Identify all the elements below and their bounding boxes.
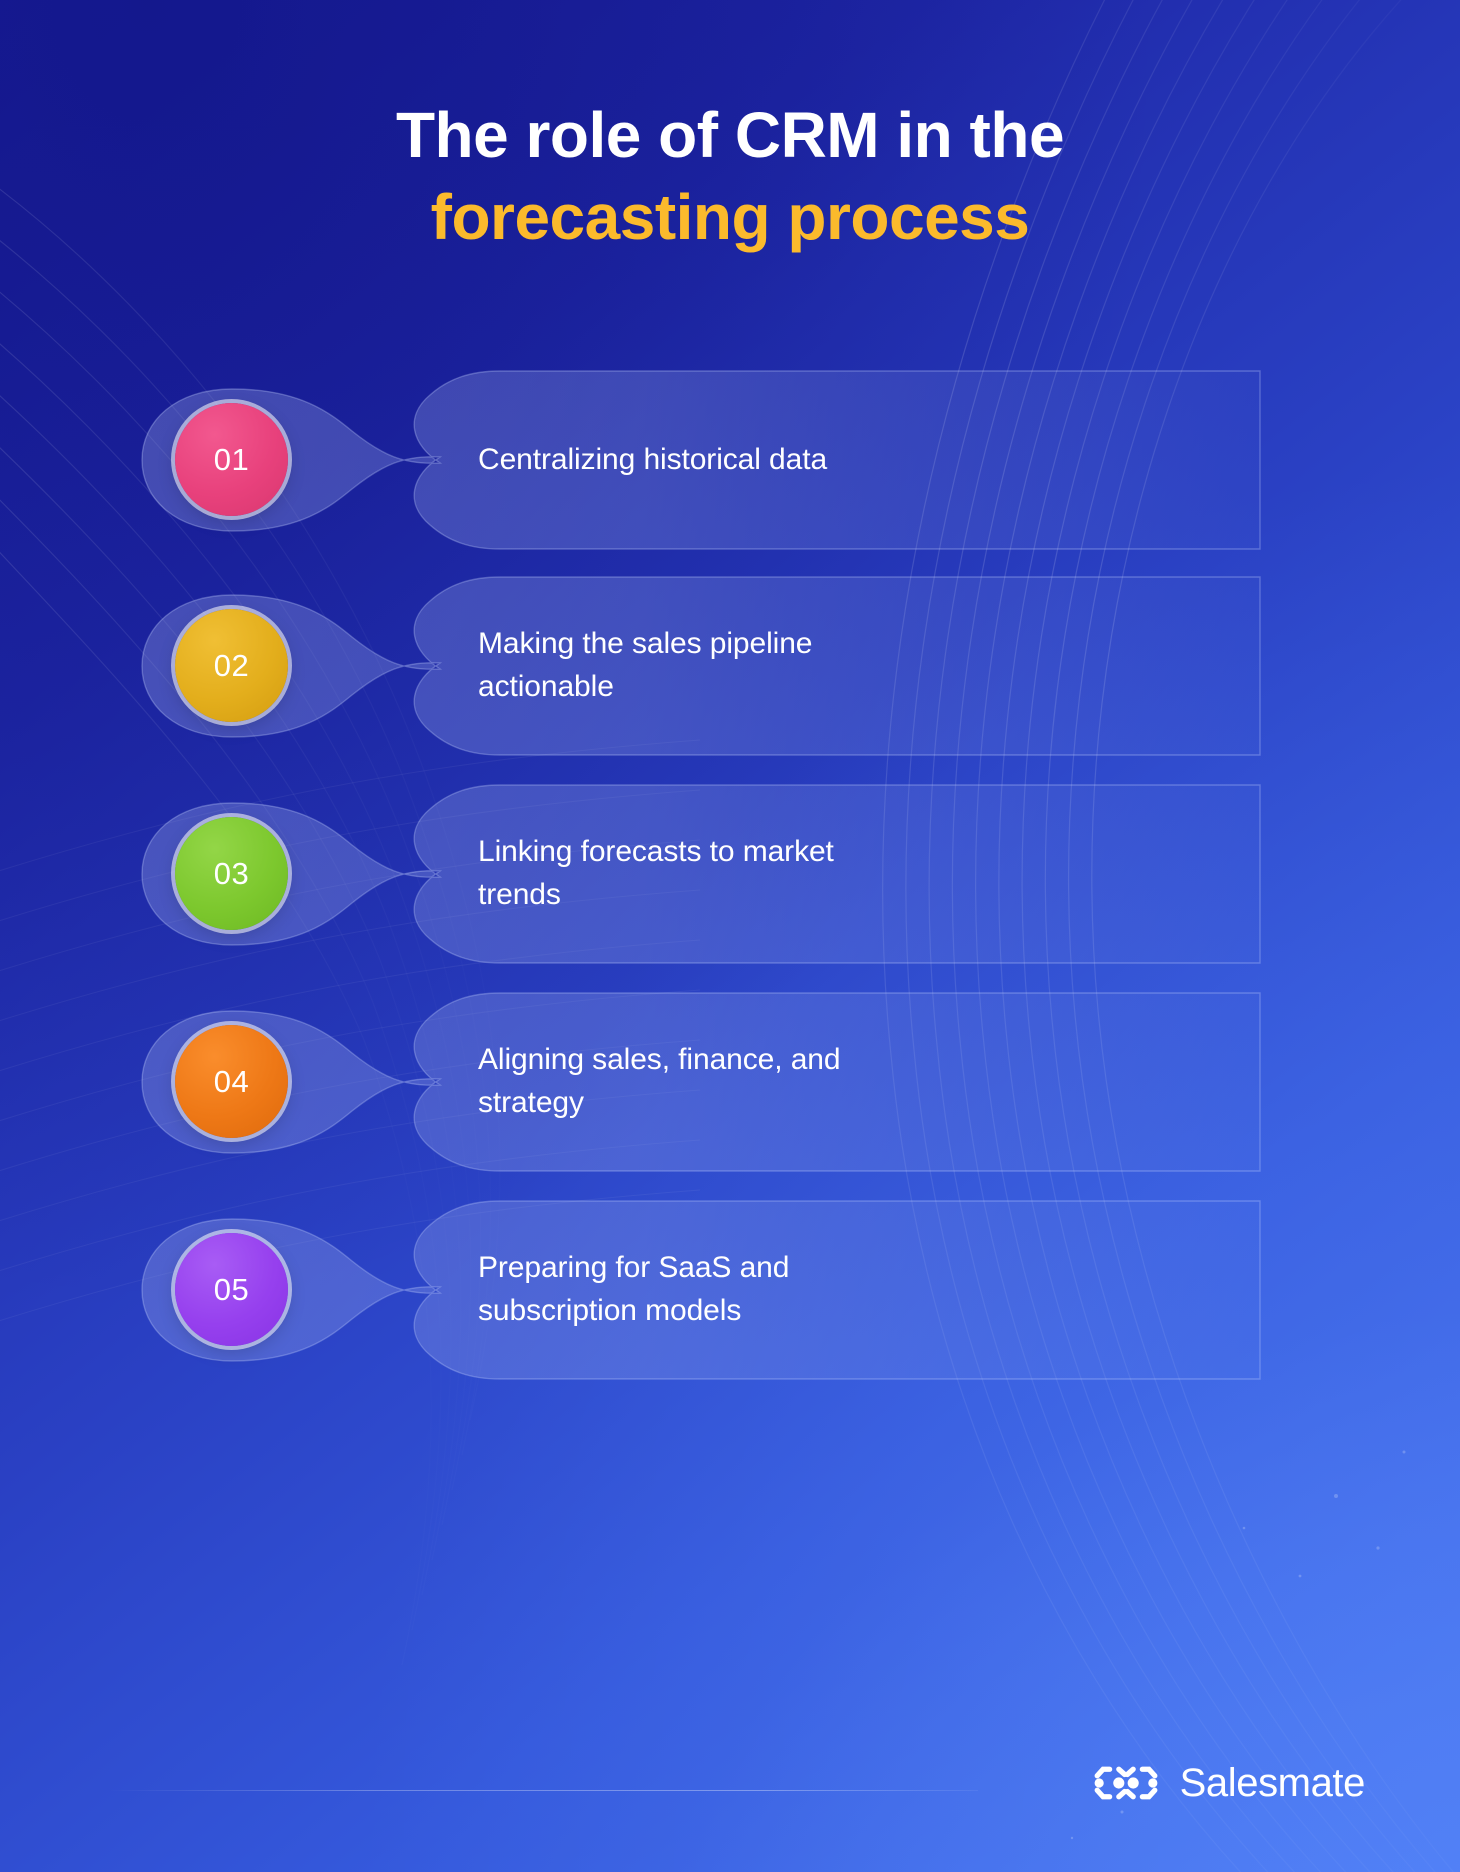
step-label-line-1: Linking forecasts to market	[478, 835, 834, 869]
step-number: 01	[213, 441, 250, 477]
step-row[interactable]: 05 Preparing for SaaS and subscription m…	[0, 1175, 1460, 1405]
step-number: 05	[213, 1271, 250, 1307]
step-callout-shape	[141, 576, 1261, 756]
page-title-line-2: forecasting process	[430, 180, 1030, 253]
step-callout-shape	[141, 784, 1261, 964]
step-number-badge[interactable]: 01	[175, 403, 288, 516]
step-label: Making the sales pipeline actionable	[478, 551, 1098, 781]
brand-logo: Salesmate	[1090, 1755, 1365, 1811]
step-label-line-1: Making the sales pipeline	[478, 627, 813, 661]
salesmate-link-mark-icon	[1094, 1766, 1158, 1800]
step-row[interactable]: 02 Making the sales pipeline actionable	[0, 551, 1460, 781]
page-title: The role of CRM in the forecasting proce…	[0, 101, 1460, 251]
step-label: Centralizing historical data	[478, 345, 1098, 575]
footer-divider	[108, 1790, 978, 1791]
step-label-line-2: actionable	[478, 670, 614, 703]
step-callout-shape	[141, 370, 1261, 550]
step-number-badge[interactable]: 04	[175, 1025, 288, 1138]
step-label-line-1: Preparing for SaaS and	[478, 1251, 790, 1285]
step-label-line-2: trends	[478, 878, 561, 911]
step-row[interactable]: 03 Linking forecasts to market trends	[0, 759, 1460, 989]
step-callout-shape	[141, 1200, 1261, 1380]
brand-name: Salesmate	[1179, 1760, 1366, 1805]
step-callout-shape	[141, 992, 1261, 1172]
step-number-badge[interactable]: 03	[175, 817, 288, 930]
step-label-line-1: Aligning sales, finance, and	[478, 1043, 841, 1077]
step-number-badge[interactable]: 05	[175, 1233, 288, 1346]
step-row[interactable]: 01 Centralizing historical data	[0, 345, 1460, 575]
step-label-line-1: Centralizing historical data	[478, 442, 828, 476]
step-label: Linking forecasts to market trends	[478, 759, 1098, 989]
step-number-badge[interactable]: 02	[175, 609, 288, 722]
step-number: 03	[213, 855, 250, 891]
step-row[interactable]: 04 Aligning sales, finance, and strategy	[0, 967, 1460, 1197]
page-title-line-1: The role of CRM in the	[395, 99, 1065, 172]
step-label-line-2: subscription models	[478, 1294, 742, 1327]
step-label: Preparing for SaaS and subscription mode…	[478, 1175, 1098, 1405]
step-label-line-2: strategy	[478, 1086, 584, 1119]
step-number: 02	[213, 647, 250, 683]
step-label: Aligning sales, finance, and strategy	[478, 967, 1098, 1197]
step-number: 04	[213, 1063, 250, 1099]
